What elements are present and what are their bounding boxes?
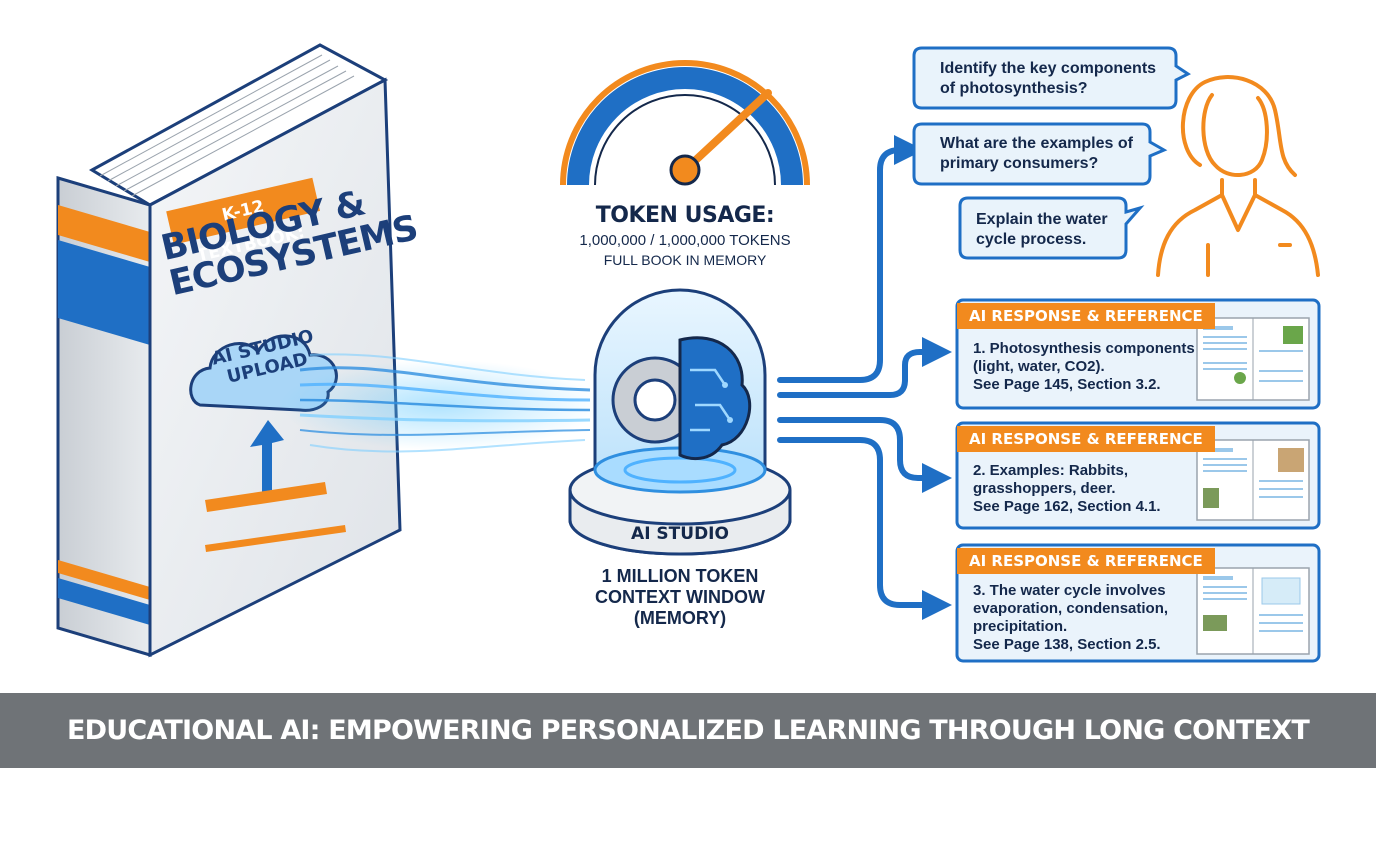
question-2-line2: primary consumers? bbox=[940, 155, 1099, 172]
student-person-icon bbox=[1156, 75, 1320, 277]
response-1-line: (light, water, CO2). bbox=[973, 358, 1105, 375]
context-line3: (MEMORY) bbox=[633, 608, 727, 628]
token-usage-count: 1,000,000 / 1,000,000 TOKENS bbox=[579, 232, 791, 249]
question-1-line1: Identify the key components bbox=[940, 60, 1157, 77]
data-stream bbox=[280, 353, 600, 453]
token-usage-title: TOKEN USAGE: bbox=[595, 203, 775, 228]
ai-studio-device bbox=[568, 288, 792, 556]
response-cards bbox=[955, 298, 1321, 663]
response-3-badge: AI RESPONSE & REFERENCE bbox=[957, 548, 1215, 574]
token-gauge bbox=[560, 60, 810, 186]
question-2-line1: What are the examples of bbox=[940, 135, 1133, 152]
question-3-line1: Explain the water bbox=[976, 211, 1108, 228]
question-3-line2: cycle process. bbox=[976, 231, 1087, 248]
textbook-illustration bbox=[56, 43, 402, 658]
response-1-text: 1. Photosynthesis components (light, wat… bbox=[973, 340, 1195, 394]
response-2-line: 2. Examples: Rabbits, bbox=[973, 462, 1129, 479]
question-1: Identify the key components of photosynt… bbox=[940, 59, 1156, 99]
response-3-text: 3. The water cycle involves evaporation,… bbox=[973, 582, 1168, 654]
response-2-text: 2. Examples: Rabbits, grasshoppers, deer… bbox=[973, 462, 1161, 516]
response-1-badge: AI RESPONSE & REFERENCE bbox=[957, 303, 1215, 329]
infographic-art bbox=[56, 43, 1321, 663]
context-line2: CONTEXT WINDOW bbox=[595, 587, 765, 607]
footer-banner bbox=[0, 693, 1376, 768]
question-2: What are the examples of primary consume… bbox=[940, 134, 1133, 174]
page-thumbnail-1 bbox=[1196, 317, 1310, 401]
connector-arrows bbox=[777, 135, 952, 620]
page-thumbnail-3 bbox=[1196, 567, 1310, 655]
context-window-caption: 1 MILLION TOKEN CONTEXT WINDOW (MEMORY) bbox=[560, 566, 800, 629]
response-3-line: See Page 138, Section 2.5. bbox=[973, 636, 1161, 653]
question-1-line2: of photosynthesis? bbox=[940, 80, 1088, 97]
question-bubbles bbox=[912, 46, 1191, 260]
ai-studio-label: AI STUDIO bbox=[631, 524, 729, 544]
response-1-line: 1. Photosynthesis components bbox=[973, 340, 1195, 357]
response-2-line: grasshoppers, deer. bbox=[973, 480, 1116, 497]
token-usage-subtitle: FULL BOOK IN MEMORY bbox=[603, 252, 767, 268]
response-2-badge: AI RESPONSE & REFERENCE bbox=[957, 426, 1215, 452]
page-thumbnail-2 bbox=[1196, 439, 1310, 521]
response-3-line: precipitation. bbox=[973, 618, 1068, 635]
response-3-line: evaporation, condensation, bbox=[973, 600, 1169, 617]
question-3: Explain the water cycle process. bbox=[976, 210, 1108, 250]
footer-banner-text: EDUCATIONAL AI: EMPOWERING PERSONALIZED … bbox=[67, 715, 1310, 821]
response-2-line: See Page 162, Section 4.1. bbox=[973, 498, 1161, 515]
response-3-line: 3. The water cycle involves bbox=[973, 582, 1166, 599]
response-1-line: See Page 145, Section 3.2. bbox=[973, 376, 1161, 393]
context-line1: 1 MILLION TOKEN bbox=[601, 566, 759, 586]
